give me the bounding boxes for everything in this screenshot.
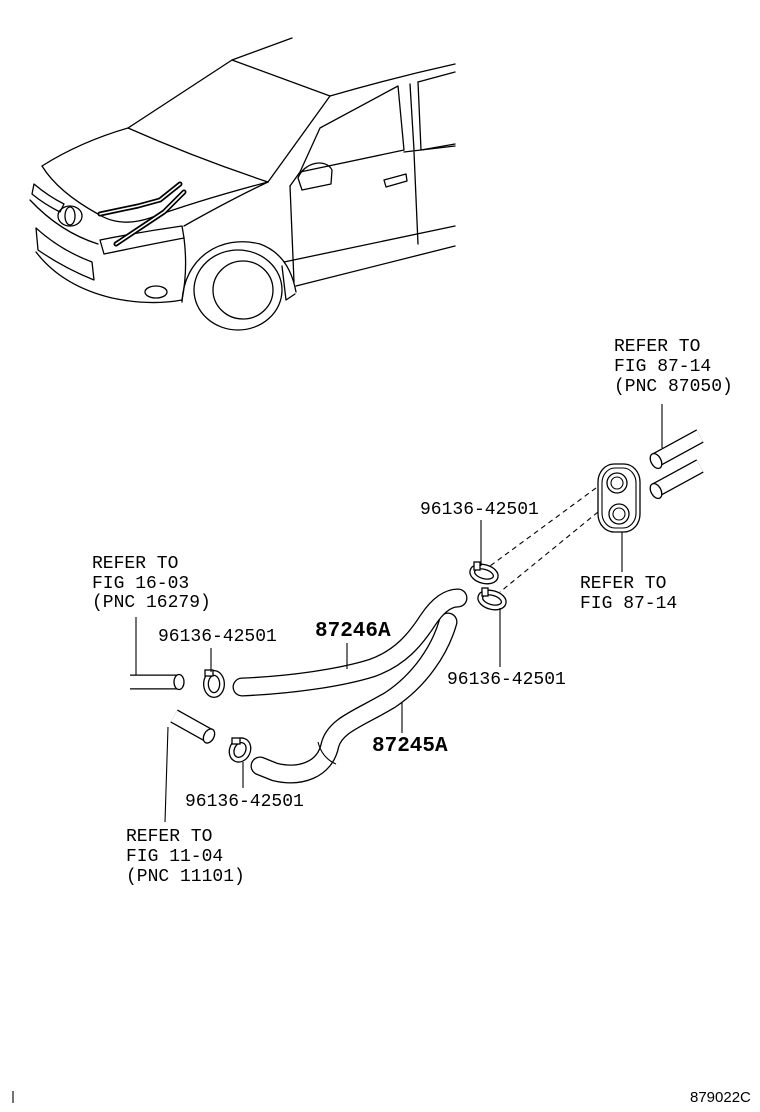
- callout-line: REFER TO: [92, 554, 178, 574]
- callout-line: (PNC 11101): [126, 867, 245, 887]
- callout-line: FIG 87-14: [580, 594, 677, 614]
- emblem: [57, 205, 83, 227]
- callout-line: FIG 11-04: [126, 847, 223, 867]
- far-headlight: [31, 183, 65, 213]
- washer-hose-highlight: [97, 181, 187, 247]
- roof-far-edge: [231, 37, 293, 61]
- hose-87245A: [250, 612, 458, 784]
- emblem-inner: [64, 206, 76, 226]
- front-door-front-edge: [289, 185, 295, 283]
- door-handle: [383, 173, 408, 188]
- illustration-number: 879022C: [690, 1089, 751, 1106]
- hose-clamp-right: [477, 587, 507, 611]
- rim: [212, 260, 274, 320]
- mud-flap: [281, 265, 296, 301]
- rear-window: [417, 71, 456, 151]
- b-pillar: [409, 81, 422, 151]
- engine-side-pipe-lower: [170, 709, 216, 744]
- clamp-right-part-number: 96136-42501: [447, 670, 566, 690]
- hose-lower-part-number: 87245A: [372, 735, 448, 758]
- callout-line: FIG 87-14: [614, 357, 711, 377]
- grille-upper: [29, 199, 99, 245]
- clamp-upper-part-number: 96136-42501: [420, 500, 539, 520]
- windshield: [127, 59, 331, 183]
- nozzle-pipes: [649, 429, 704, 500]
- assembly-dashed-lines: [489, 487, 599, 593]
- callout-line: FIG 16-03: [92, 574, 189, 594]
- callout-refer-grommet: REFER TO FIG 87-14: [580, 574, 677, 614]
- engine-side-pipe-upper: [130, 673, 185, 691]
- door-rear-edge: [413, 151, 419, 245]
- callout-line: (PNC 87050): [614, 377, 733, 397]
- callout-line: REFER TO: [126, 827, 212, 847]
- sill-line: [295, 245, 456, 287]
- beltline: [289, 145, 456, 187]
- callout-line: (PNC 16279): [92, 593, 211, 613]
- hose-clamp-upper: [469, 561, 499, 585]
- grommet: [597, 463, 641, 533]
- character-line: [283, 225, 456, 263]
- hood-far-edge: [41, 127, 129, 167]
- hose-upper-part-number: 87246A: [315, 620, 391, 643]
- lower-intake: [35, 227, 95, 281]
- callout-refer-left: REFER TO FIG 16-03 (PNC 16279): [92, 554, 211, 613]
- callout-refer-bottom-left: REFER TO FIG 11-04 (PNC 11101): [126, 827, 245, 887]
- hose-clamp-left: [203, 669, 225, 698]
- hose-clamp-lower: [228, 737, 252, 763]
- callout-line: REFER TO: [580, 574, 666, 594]
- front-window: [299, 85, 405, 173]
- vehicle-illustration: [29, 37, 456, 331]
- callout-refer-top-right: REFER TO FIG 87-14 (PNC 87050): [614, 337, 733, 397]
- clamp-lower-part-number: 96136-42501: [185, 792, 304, 812]
- side-mirror: [297, 162, 333, 191]
- hood-front-edge: [41, 165, 99, 215]
- roof-near-rail: [329, 63, 456, 97]
- callout-line: REFER TO: [614, 337, 700, 357]
- fender-top: [183, 181, 269, 227]
- tire: [193, 249, 283, 331]
- hose-87246A: [232, 588, 468, 697]
- near-headlight: [99, 225, 185, 255]
- hood-near-edge: [97, 181, 269, 223]
- fog-light: [144, 285, 168, 299]
- bumper-lower: [35, 251, 183, 304]
- clamp-left-part-number: 96136-42501: [158, 627, 277, 647]
- wheel-arch: [181, 241, 297, 303]
- leader-lines: [135, 404, 663, 823]
